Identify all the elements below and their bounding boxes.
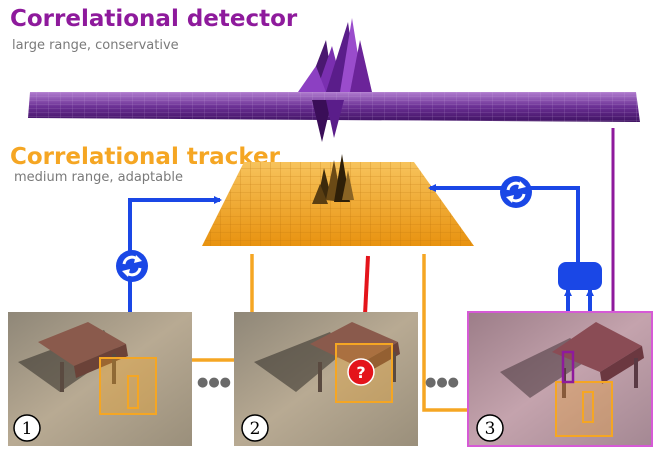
ellipsis: ●●● [425, 375, 459, 390]
question-marker: ? [347, 358, 375, 386]
tracker-peak [312, 154, 354, 204]
frame-1: 1 [8, 312, 192, 446]
frame-2: ? 2 [234, 312, 418, 446]
detector-title: Correlational detector [10, 6, 298, 32]
blue-update-right [428, 184, 580, 262]
tracker-title: Correlational tracker [10, 144, 280, 170]
frame-number: 1 [22, 419, 33, 439]
ellipsis: ●●● [197, 375, 231, 390]
tracker-surface [202, 154, 474, 246]
refresh-icon [500, 176, 532, 208]
refresh-icon [116, 250, 148, 282]
tracker-subtitle: medium range, adaptable [14, 170, 183, 185]
detector-peak [298, 18, 372, 142]
detector-subtitle: large range, conservative [12, 38, 179, 53]
question-mark: ? [356, 363, 365, 382]
combiner-block [558, 262, 602, 290]
blue-update-left [128, 196, 222, 356]
detector-surface [28, 18, 640, 142]
frame-3: 3 [467, 311, 653, 447]
frame-number: 3 [485, 419, 496, 439]
frame-number: 2 [250, 419, 261, 439]
